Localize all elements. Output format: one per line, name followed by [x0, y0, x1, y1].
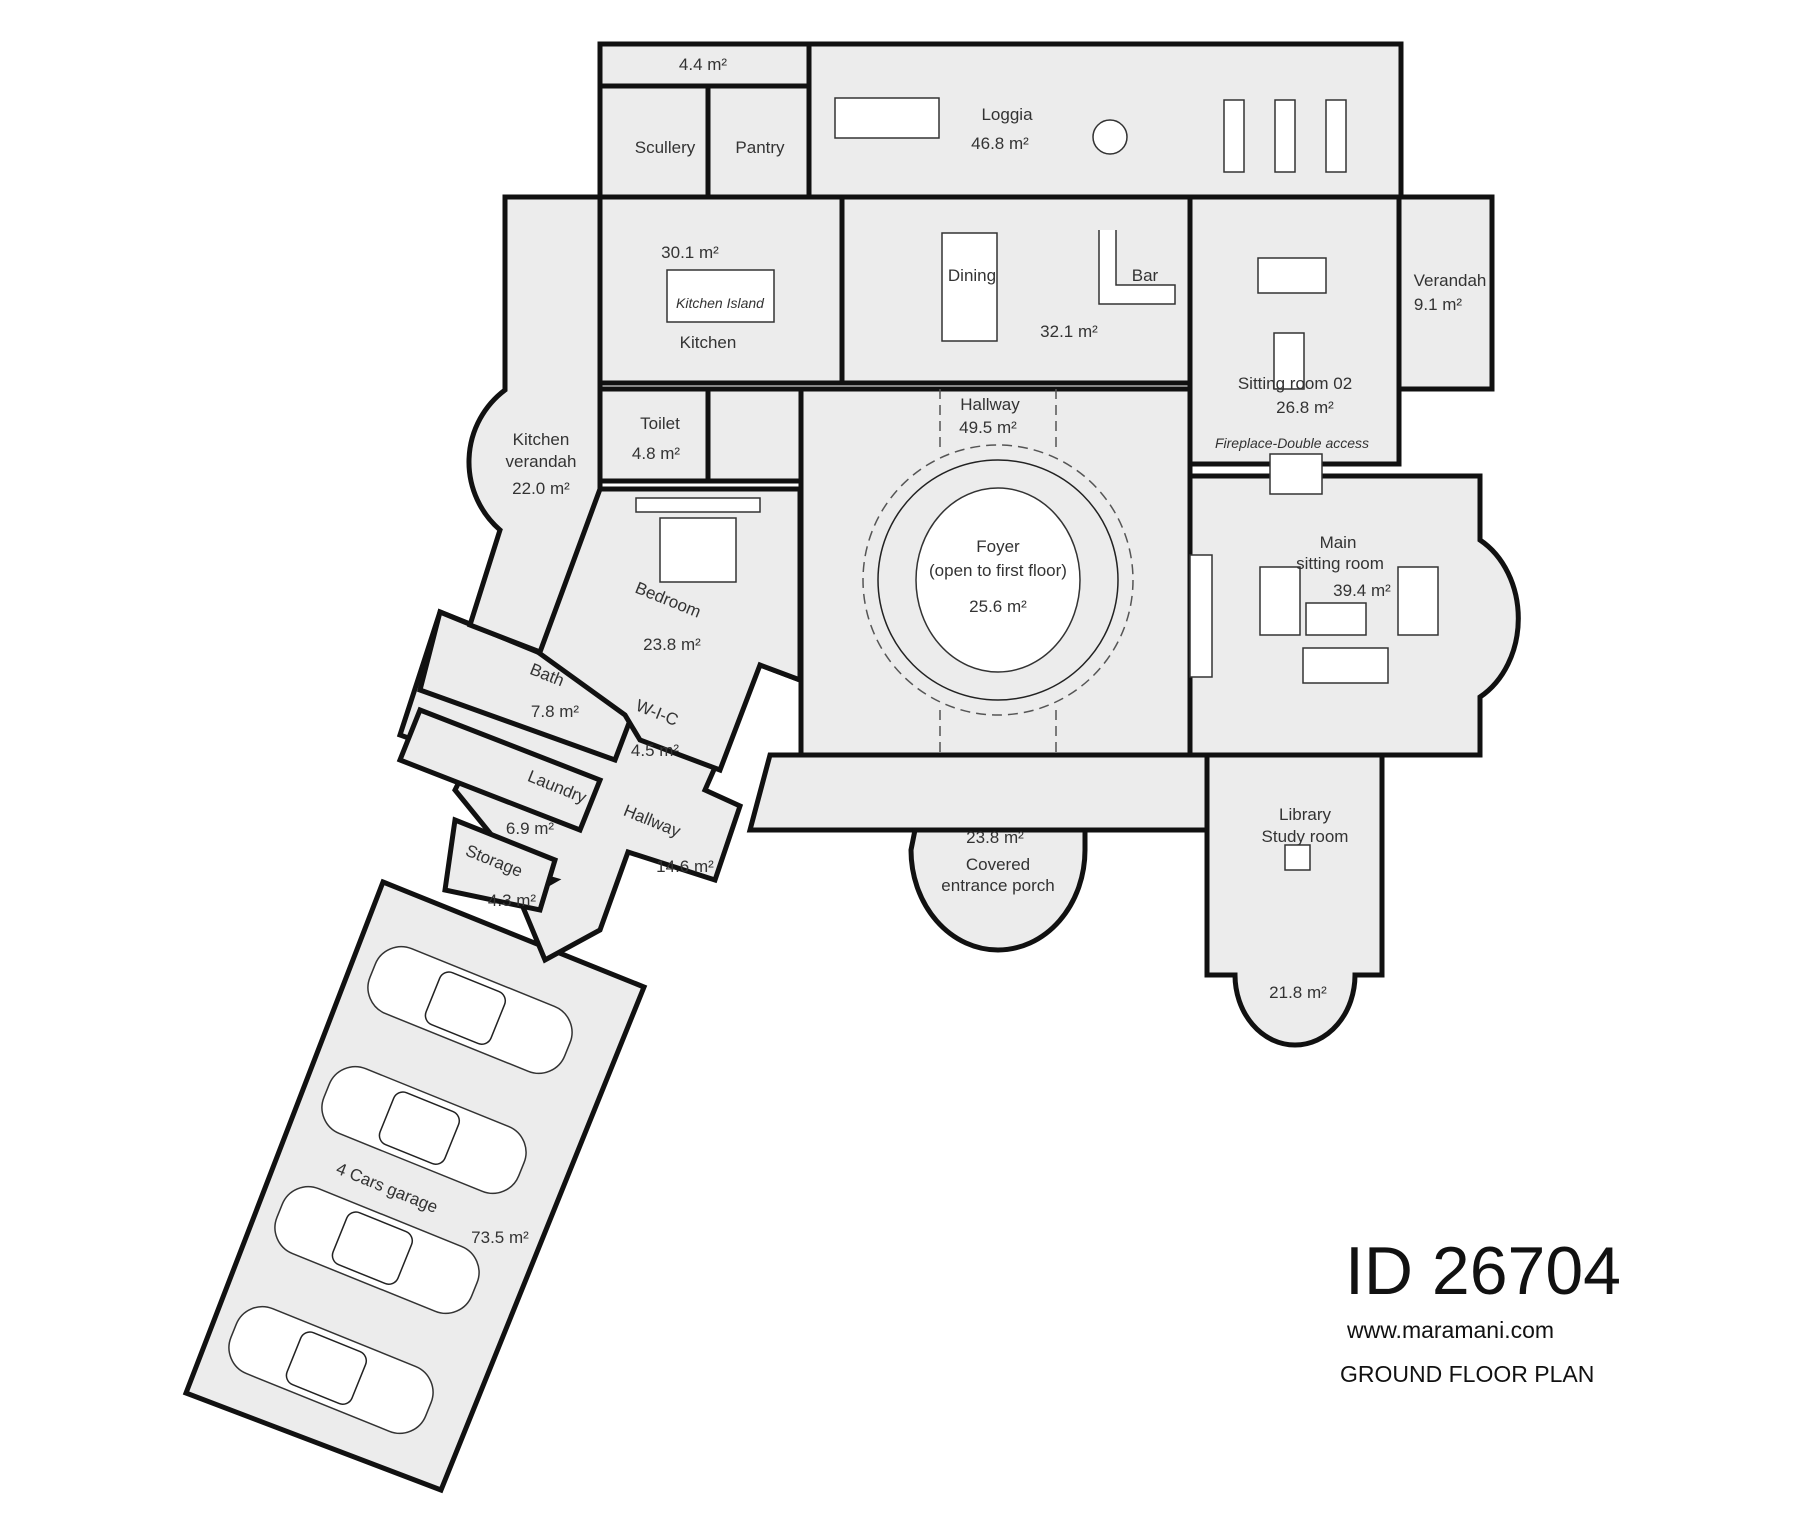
toilet	[597, 386, 711, 484]
laundry-area: 6.9 m²	[506, 819, 555, 838]
kitchen-island	[666, 269, 775, 323]
entrance-hall	[746, 752, 1210, 833]
storage-area: 4.3 m²	[488, 891, 537, 910]
website: www.maramani.com	[1346, 1317, 1554, 1343]
pantry	[705, 83, 812, 200]
library-label: Library	[1279, 805, 1331, 824]
kitchen-verandah-area: 22.0 m²	[512, 479, 570, 498]
scullery	[597, 83, 711, 200]
kitchen-label: Kitchen	[680, 333, 737, 352]
sitting-room-02-area: 26.8 m²	[1276, 398, 1334, 417]
covered-entrance-porch	[908, 827, 1088, 953]
kitchen-island-label: Kitchen Island	[676, 295, 765, 311]
bed	[635, 497, 761, 583]
wic-area: 4.5 m²	[631, 741, 680, 760]
plan-title: GROUND FLOOR PLAN	[1340, 1361, 1594, 1387]
library-label-2: Study room	[1262, 827, 1349, 846]
hallway-label: Hallway	[960, 395, 1020, 414]
closet	[705, 386, 804, 484]
garage: 4 Cars garage 73.5 m²	[182, 878, 648, 1494]
loggia-label: Loggia	[981, 105, 1033, 124]
hallway-area: 49.5 m²	[959, 418, 1017, 437]
garage-area: 73.5 m²	[471, 1228, 529, 1247]
car	[274, 1185, 480, 1315]
verandah	[1396, 194, 1495, 392]
sitting-room-02	[1187, 194, 1402, 467]
scullery-label: Scullery	[635, 138, 696, 157]
foyer-label: Foyer	[976, 537, 1020, 556]
dining-area: 32.1 m²	[1040, 322, 1098, 341]
bath-area: 7.8 m²	[531, 702, 580, 721]
bedroom-area: 23.8 m²	[643, 635, 701, 654]
sofa	[1257, 257, 1327, 294]
dining-label: Dining	[948, 266, 996, 285]
plan-id: ID 26704	[1345, 1233, 1621, 1309]
kitchen-verandah-label-2: verandah	[506, 452, 577, 471]
car	[367, 945, 573, 1075]
toilet-area: 4.8 m²	[632, 444, 681, 463]
spiral-staircase	[862, 389, 1134, 755]
verandah-area: 9.1 m²	[1414, 295, 1463, 314]
kitchen-verandah-label: Kitchen	[513, 430, 570, 449]
sitting-room-02-label: Sitting room 02	[1238, 374, 1352, 393]
main-sitting-area: 39.4 m²	[1333, 581, 1391, 600]
loggia-area: 46.8 m²	[971, 134, 1029, 153]
fireplace-note: Fireplace-Double access	[1215, 435, 1369, 451]
library	[1204, 752, 1385, 1048]
main-sitting-label-2: sitting room	[1296, 554, 1384, 573]
pantry-label: Pantry	[735, 138, 785, 157]
kitchen-verandah	[466, 194, 603, 656]
main-sitting-label: Main	[1320, 533, 1357, 552]
fireplace	[1269, 453, 1323, 495]
porch-label-2: entrance porch	[941, 876, 1054, 895]
store-top-area: 4.4 m²	[679, 55, 728, 74]
toilet-label: Toilet	[640, 414, 680, 433]
kitchen-area: 30.1 m²	[661, 243, 719, 262]
west-wing	[396, 486, 803, 964]
foyer-area: 25.6 m²	[969, 597, 1027, 616]
porch-area: 23.8 m²	[966, 828, 1024, 847]
side-hallway-area: 14.6 m²	[656, 857, 714, 876]
verandah-label: Verandah	[1414, 271, 1487, 290]
car	[321, 1065, 527, 1195]
loggia-table	[834, 97, 940, 139]
bar-label: Bar	[1132, 266, 1159, 285]
dining-table	[941, 232, 998, 342]
library-area: 21.8 m²	[1269, 983, 1327, 1002]
porch-label: Covered	[966, 855, 1030, 874]
furniture	[666, 97, 1439, 871]
car	[228, 1305, 434, 1435]
foyer-note: (open to first floor)	[929, 561, 1067, 580]
